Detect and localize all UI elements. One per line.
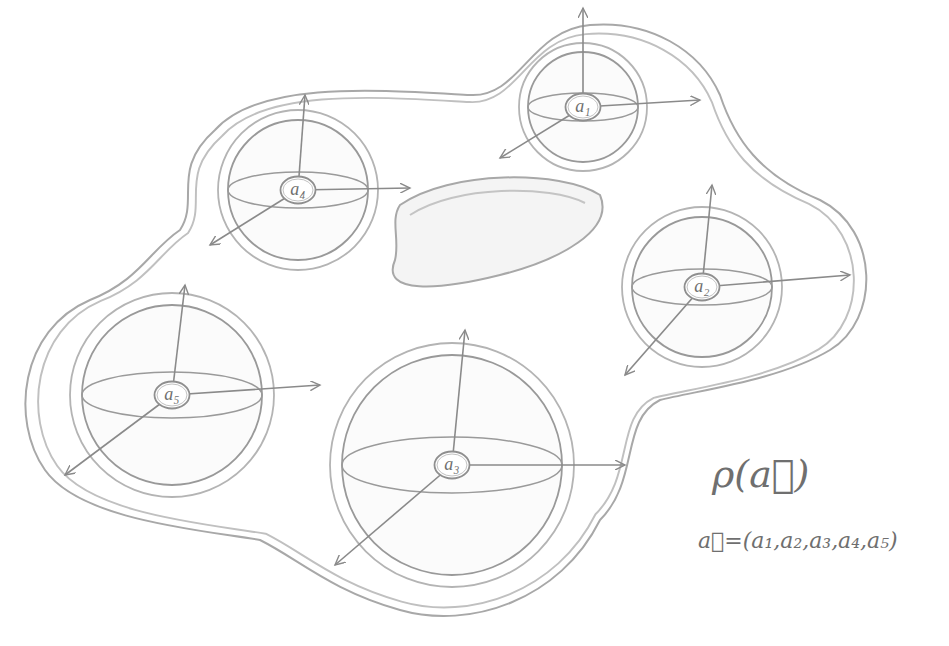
variable-label: a₃ (444, 455, 459, 475)
vector-definition-label: a⃗=(a₁,a₂,a₃,a₄,a₅) (698, 528, 898, 553)
variable-label: a₂ (694, 277, 709, 297)
variable-label: a₄ (290, 180, 305, 200)
variable-label: a₁ (575, 97, 590, 117)
axis-origin-circle: a₅ (153, 380, 191, 410)
axis-origin-circle: a₃ (433, 450, 471, 480)
variable-label: a₅ (164, 385, 179, 405)
axis-origin-circle: a₄ (279, 175, 317, 205)
axis-origin-circle: a₁ (564, 92, 602, 122)
axis-origin-circle: a₂ (683, 272, 721, 302)
density-function-label: ρ(a⃗) (712, 452, 809, 496)
